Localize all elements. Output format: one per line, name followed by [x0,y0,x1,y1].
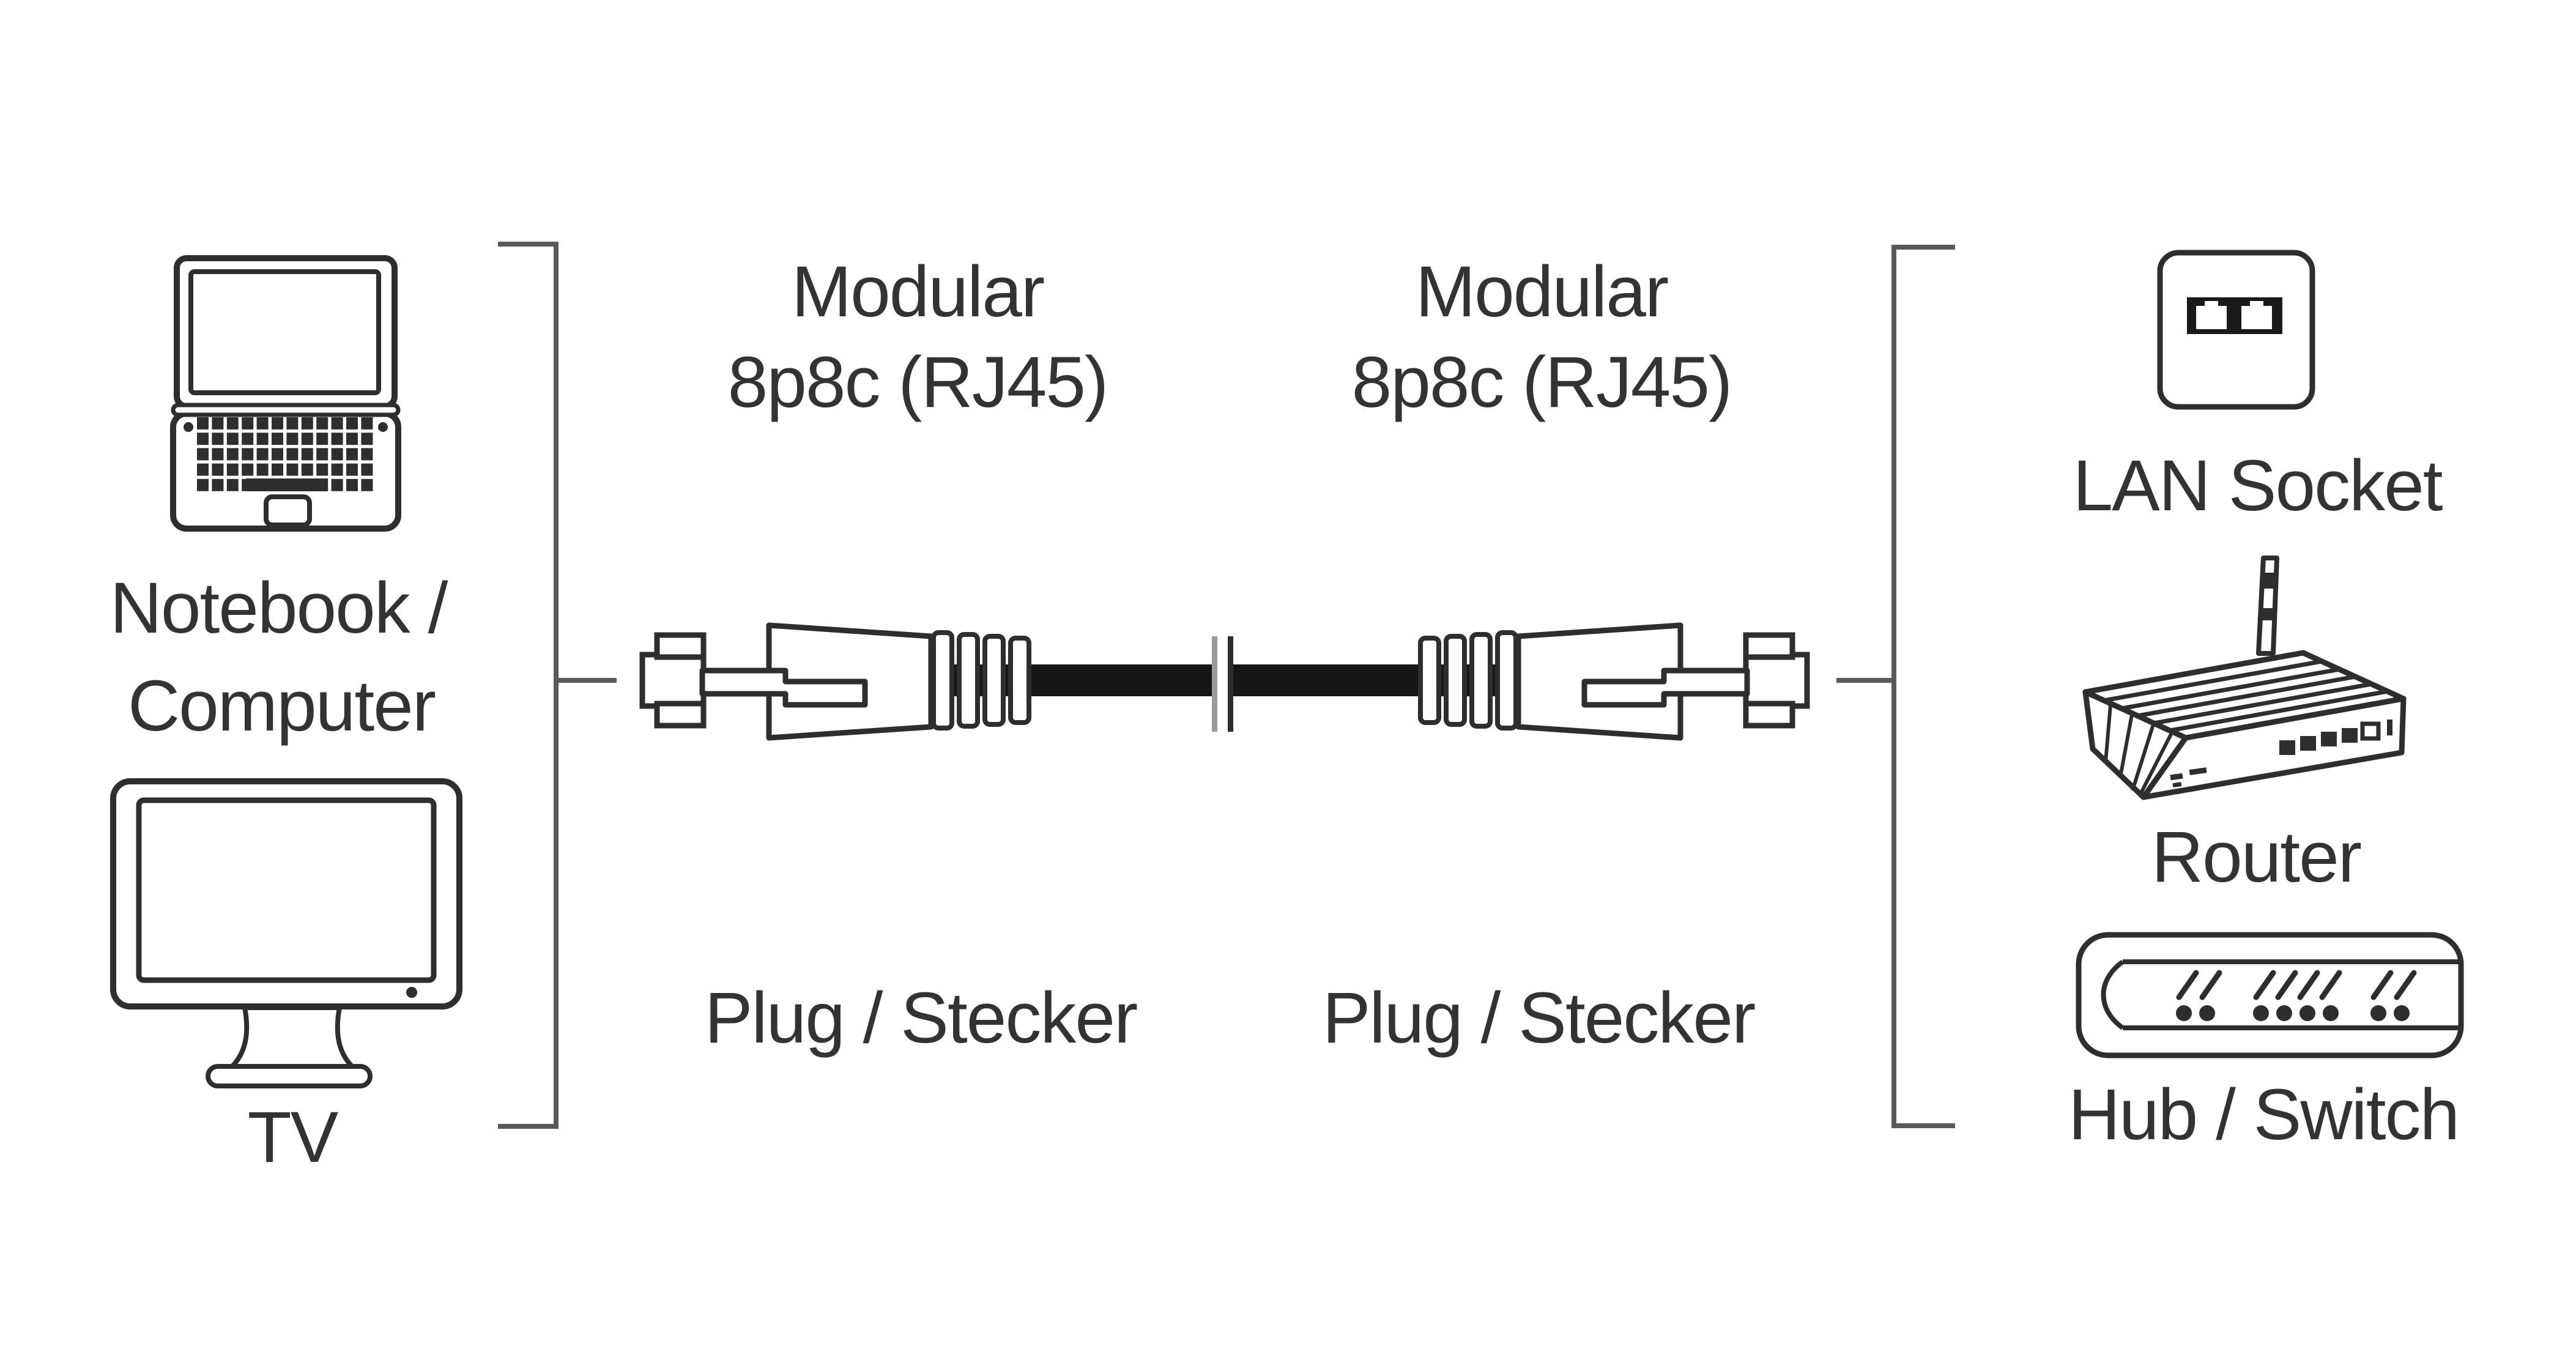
patch-cable [642,625,1807,738]
hub-switch-label: Hub / Switch [2068,1074,2460,1156]
right-plug-label: Plug / Stecker [1322,978,1756,1059]
right-connector-type-line2: 8p8c (RJ45) [1351,342,1733,423]
router-label: Router [2151,817,2362,898]
right-connector-type-line1: Modular [1415,251,1669,333]
spacebar-key [246,478,328,491]
router-antenna [2256,556,2279,656]
rj45-plug-right [1420,625,1807,738]
hub-switch-icon [2076,932,2464,1058]
notebook-icon [170,255,401,532]
router-front-marks [2170,767,2207,788]
hub-port-dots [2176,1005,2410,1021]
left-connector-type-line1: Modular [791,251,1045,333]
tv-icon [110,778,462,1088]
left-plug-label: Plug / Stecker [704,978,1138,1059]
hub-end-cap [2101,959,2125,1030]
router-ports [2279,719,2392,755]
rj45-plug-left [642,625,1029,738]
router-top-ridges [2103,659,2388,733]
left-connector-type-line2: 8p8c (RJ45) [727,342,1109,423]
lan-socket-label: LAN Socket [2073,445,2443,527]
router-side-hatching [2104,704,2173,794]
router-icon [2082,556,2407,800]
cable-break-mark [1212,636,1233,732]
lan-jack-ports [2196,301,2272,329]
lan-socket-icon [2157,250,2315,410]
trackpad [264,494,312,527]
left-group-bracket [498,242,617,1129]
tv-label: TV [247,1097,339,1178]
right-group-bracket [1836,245,1955,1128]
notebook-label-line1: Notebook / [109,568,448,649]
hub-port-slashes [2176,970,2417,1000]
notebook-label-line2: Computer [127,666,436,747]
